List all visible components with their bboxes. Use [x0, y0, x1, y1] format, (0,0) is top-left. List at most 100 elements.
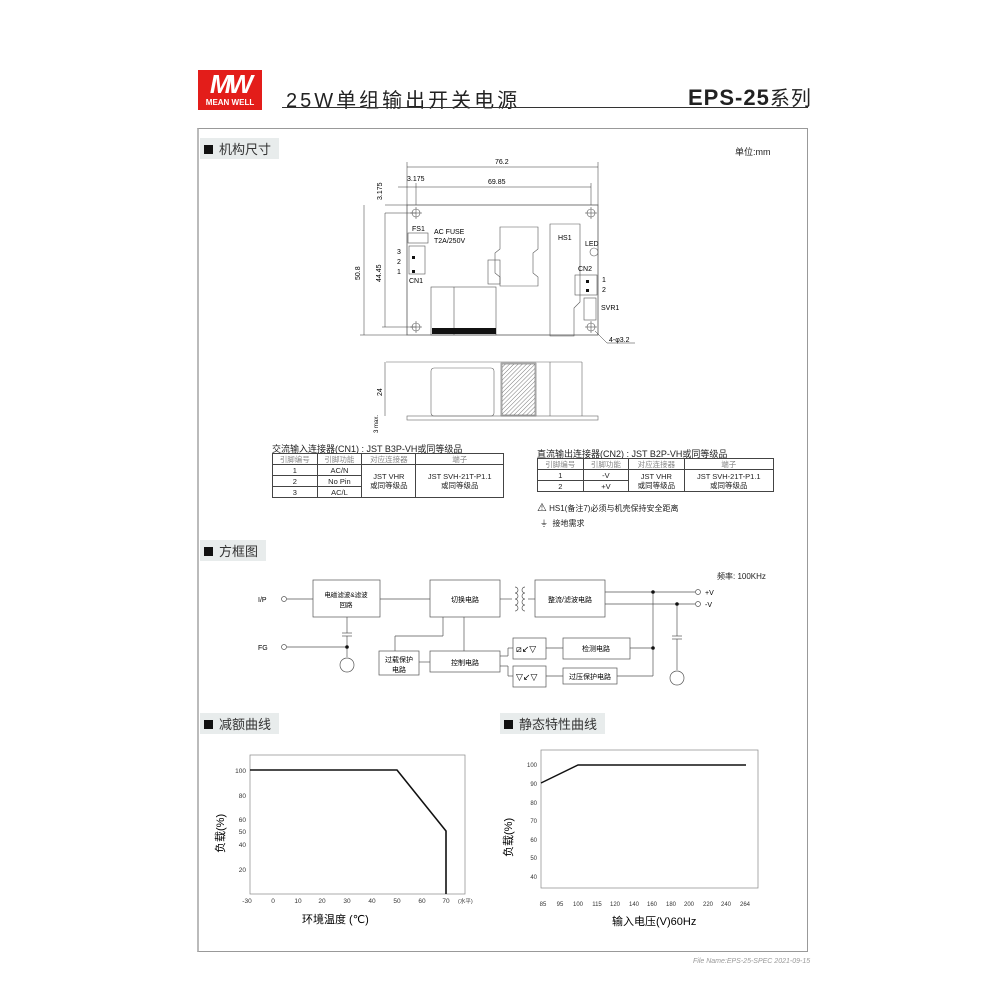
- bullet-square-icon: [504, 720, 513, 729]
- label-ip: I/P: [258, 597, 267, 604]
- mating-sub: 或同等级品: [637, 480, 676, 490]
- header-pin: 引脚编号: [272, 453, 318, 465]
- optocoupler-icon: ⧄↙▽: [516, 644, 536, 654]
- model-name: EPS-25: [688, 85, 770, 110]
- label-plus-v: +V: [705, 590, 714, 597]
- x-tick: 40: [368, 898, 376, 905]
- x-tick: 200: [684, 902, 695, 908]
- section-title: 方框图: [219, 544, 259, 559]
- mating-name: JST VHR: [373, 472, 405, 481]
- dim-offset-y: 3.175: [377, 182, 384, 200]
- section-title: 静态特性曲线: [519, 717, 598, 732]
- ground-note: ⏚ 接地需求: [540, 518, 584, 529]
- section-mechanical: 机构尺寸: [200, 138, 280, 159]
- page-title: 25W单组输出开关电源: [286, 90, 521, 112]
- mating-sub: 或同等级品: [370, 481, 408, 490]
- y-tick: 50: [530, 856, 537, 862]
- y-tick: 80: [239, 793, 247, 800]
- x-tick: 20: [318, 898, 326, 905]
- label-hs1: HS1: [558, 235, 572, 242]
- header-func: 引脚功能: [316, 453, 363, 465]
- block-detection: 检测电路: [582, 644, 610, 653]
- x-tick: 264: [740, 902, 751, 908]
- x-note: (水平): [458, 897, 473, 905]
- dim-hole-span-y: 44.45: [376, 264, 383, 282]
- cell-func: -V: [582, 469, 630, 481]
- title-underline: [282, 107, 808, 108]
- warning-text: HS1(备注7)必须与机壳保持安全距离: [549, 504, 679, 513]
- x-tick: 10: [294, 898, 302, 905]
- x-axis-label: 输入电压(V)60Hz: [612, 914, 696, 928]
- bullet-square-icon: [204, 720, 213, 729]
- y-tick: 60: [239, 817, 247, 824]
- cn1-pin-1: 1: [397, 269, 401, 276]
- block-diagram: I/P FG 电磁滤波&滤波 回路 切换电路 整流/滤波电路 过载保护 电路 控…: [258, 579, 714, 688]
- warning-note: ⚠ HS1(备注7)必须与机壳保持安全距离: [537, 501, 678, 514]
- section-block-diagram: 方框图: [200, 540, 267, 561]
- dim-offset-x: 3.175: [407, 176, 425, 183]
- ground-text: 接地需求: [552, 519, 585, 528]
- block-control: 控制电路: [451, 658, 479, 667]
- cn1-pin-3: 3: [397, 249, 401, 256]
- dim-pin-max: 3 max.: [374, 415, 380, 433]
- cell-pin: 1: [537, 469, 584, 481]
- terminal-name: JST SVH-21T-P1.1: [696, 471, 761, 481]
- y-tick: 80: [530, 801, 537, 807]
- section-static: 静态特性曲线: [500, 713, 606, 734]
- bullet-square-icon: [204, 145, 213, 154]
- y-axis-label: 负载(%): [501, 818, 515, 857]
- mechanical-drawing: 76.2 3.175 69.85 3.175 50.8 44.45 FS1 AC…: [355, 159, 635, 433]
- x-axis-label: 环境温度 (℃): [302, 912, 369, 926]
- cn2-pin-1: 1: [602, 277, 606, 284]
- y-tick: 60: [530, 838, 537, 844]
- terminal-name: JST SVH-21T-P1.1: [427, 472, 492, 481]
- block-ovp: 过压保护电路: [569, 672, 611, 681]
- logo-mw: MW: [209, 69, 253, 99]
- header-terminal: 端子: [415, 453, 504, 465]
- x-tick: 95: [557, 902, 564, 908]
- block-overload: 过载保护: [385, 655, 413, 664]
- label-fuse: AC FUSE: [434, 229, 465, 236]
- x-tick: 100: [573, 902, 584, 908]
- cell-func: AC/L: [316, 486, 363, 498]
- dim-height: 50.8: [355, 266, 362, 280]
- dim-width: 76.2: [495, 159, 509, 166]
- x-tick: -30: [242, 898, 252, 905]
- x-tick: 160: [647, 902, 658, 908]
- logo-text: MEAN WELL: [201, 98, 259, 108]
- y-tick: 100: [235, 768, 246, 775]
- y-tick: 90: [530, 782, 537, 788]
- footer-filename: File Name:EPS-25-SPEC 2021-09-15: [693, 958, 811, 965]
- x-tick: 50: [393, 898, 401, 905]
- dim-side-height: 24: [377, 388, 384, 396]
- block-rectifier: 整流/滤波电路: [548, 595, 592, 604]
- cn2-pin-2: 2: [602, 287, 606, 294]
- cell-pin: 2: [272, 475, 318, 487]
- label-minus-v: -V: [705, 602, 712, 609]
- y-axis-label: 负载(%): [213, 814, 227, 853]
- terminal-sub: 或同等级品: [710, 480, 748, 490]
- spec-frame: [197, 128, 808, 952]
- x-tick: 120: [610, 902, 621, 908]
- section-title: 减额曲线: [219, 717, 272, 732]
- table-row: 2+V: [537, 480, 774, 492]
- section-derating: 减额曲线: [200, 713, 280, 734]
- cell-pin: 1: [272, 464, 318, 476]
- x-tick: 140: [629, 902, 640, 908]
- y-tick: 40: [530, 875, 537, 881]
- header-pin: 引脚编号: [537, 458, 584, 470]
- mating-name: JST VHR: [640, 471, 672, 481]
- optocoupler-icon: ▽↙▽: [516, 672, 537, 682]
- x-tick: 240: [721, 902, 732, 908]
- x-tick: 30: [343, 898, 351, 905]
- derating-curve: [250, 769, 447, 894]
- cell-pin: 2: [537, 480, 584, 492]
- x-tick: 70: [442, 898, 450, 905]
- section-title: 机构尺寸: [219, 142, 272, 157]
- ground-icon: ⏚: [540, 519, 548, 528]
